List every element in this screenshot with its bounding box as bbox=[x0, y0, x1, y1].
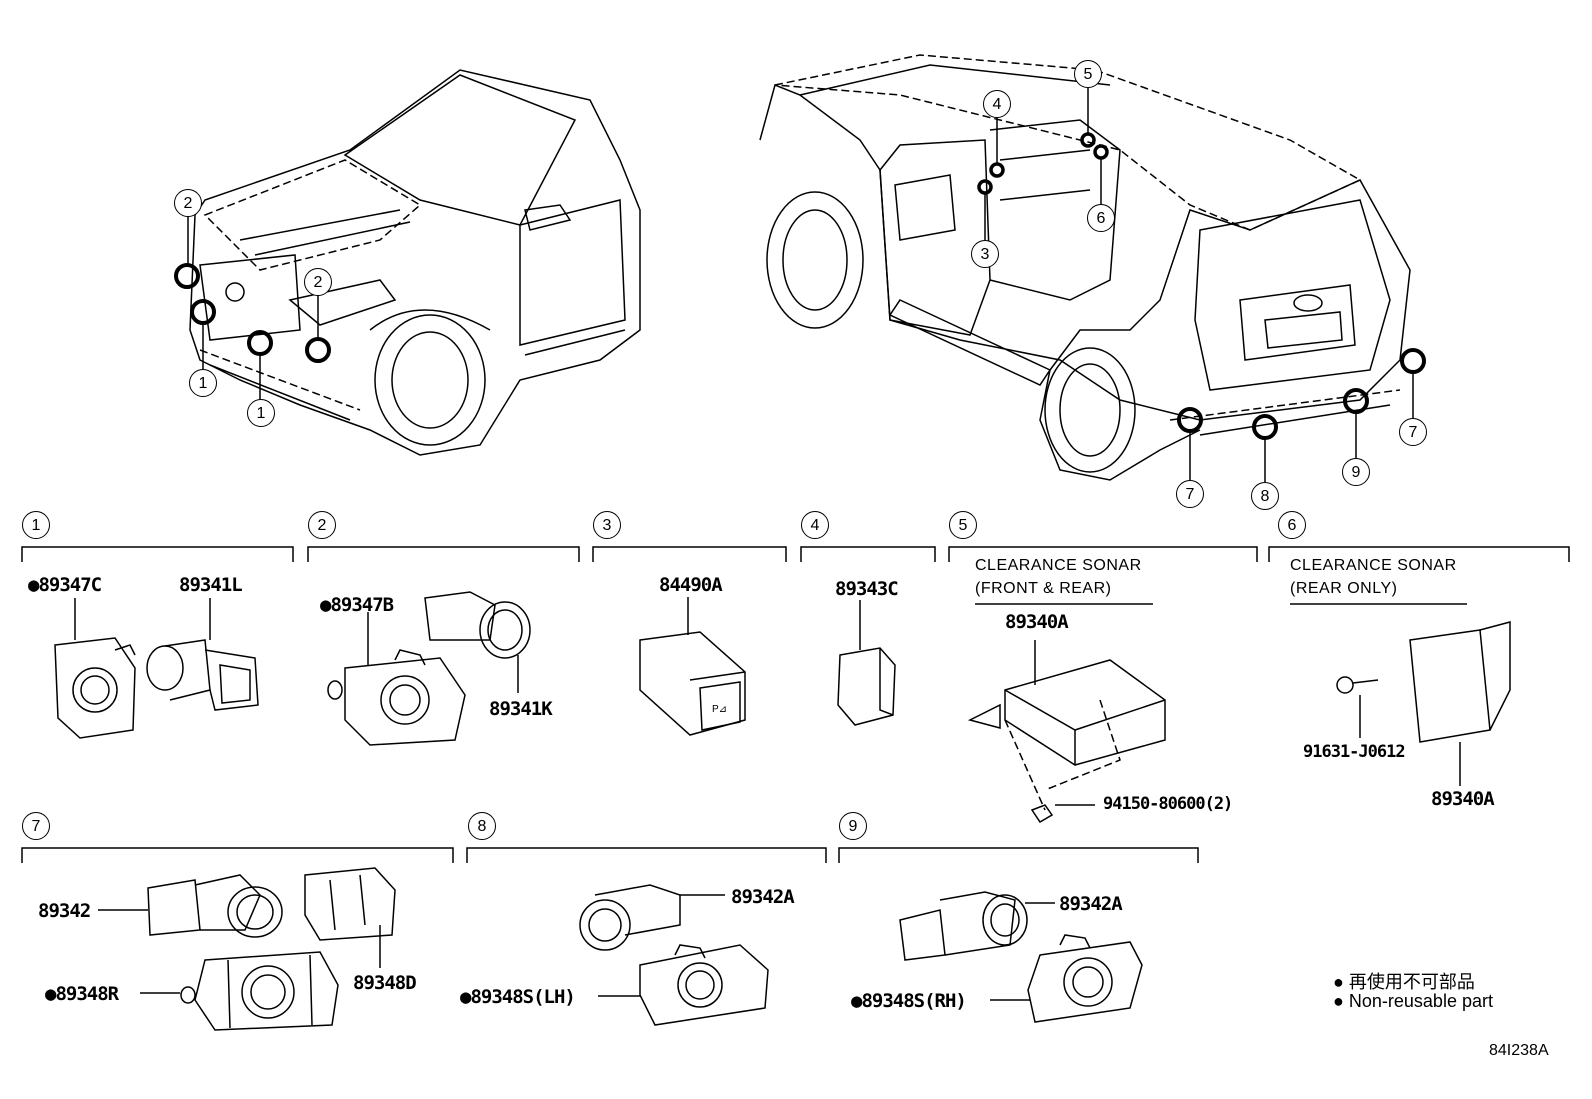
rear-vehicle-illustration bbox=[759, 54, 1426, 482]
legend-english: ● Non-reusable part bbox=[1333, 991, 1493, 1012]
part-label-89340A-rear: 89340A bbox=[1431, 788, 1495, 810]
callout-1-center: 1 bbox=[247, 399, 275, 427]
part-label-89348R: ●89348R bbox=[45, 983, 119, 1005]
front-vehicle-illustration bbox=[174, 69, 641, 456]
callout-6-vehicle: 6 bbox=[1087, 204, 1115, 232]
part-label-89340A-front: 89340A bbox=[1005, 611, 1069, 633]
section-1-number: 1 bbox=[22, 511, 50, 539]
section-5-caption-subtitle: (FRONT & REAR) bbox=[975, 580, 1112, 597]
section-5-caption-title: CLEARANCE SONAR bbox=[975, 557, 1142, 574]
part-label-89348S-lh: ●89348S(LH) bbox=[460, 986, 576, 1008]
part-89348D-retainer bbox=[304, 867, 396, 968]
diagram-code: 84I238A bbox=[1489, 1042, 1549, 1059]
part-label-89342A-rh: 89342A bbox=[1059, 893, 1123, 915]
callout-3-vehicle: 3 bbox=[971, 240, 999, 268]
part-89341L-sensor bbox=[146, 598, 259, 711]
part-label-89348D: 89348D bbox=[353, 972, 417, 994]
legend-japanese: ● 再使用不可部品 bbox=[1333, 968, 1475, 994]
callout-2-top: 2 bbox=[174, 189, 202, 217]
part-89342-sensor bbox=[98, 874, 283, 938]
part-label-91631-J0612: 91631-J0612 bbox=[1303, 742, 1406, 762]
legend-english-text: Non-reusable part bbox=[1348, 991, 1493, 1011]
callout-2-headlight: 2 bbox=[304, 268, 332, 296]
part-label-89342A-lh: 89342A bbox=[731, 886, 795, 908]
legend-bullet: ● bbox=[1333, 991, 1344, 1011]
part-label-94150-80600: 94150-80600(2) bbox=[1103, 794, 1233, 814]
part-89348R-bezel bbox=[140, 951, 339, 1031]
section-brackets bbox=[21, 546, 1570, 863]
callout-5-vehicle: 5 bbox=[1074, 60, 1102, 88]
legend-japanese-text: 再使用不可部品 bbox=[1348, 972, 1475, 992]
legend-bullet: ● bbox=[1333, 972, 1344, 992]
part-89347B-bezel bbox=[327, 612, 466, 746]
part-label-89341K: 89341K bbox=[489, 698, 553, 720]
callout-8-vehicle: 8 bbox=[1251, 482, 1279, 510]
part-label-89347B: ●89347B bbox=[320, 594, 394, 616]
section-7-number: 7 bbox=[22, 812, 50, 840]
section-6-caption-title: CLEARANCE SONAR bbox=[1290, 557, 1457, 574]
part-89342A-sensor-rh bbox=[899, 891, 1055, 961]
callout-9-vehicle: 9 bbox=[1342, 458, 1370, 486]
section-9-number: 9 bbox=[839, 812, 867, 840]
section-5-number: 5 bbox=[949, 511, 977, 539]
section-4-number: 4 bbox=[801, 511, 829, 539]
part-89341K-sensor bbox=[424, 591, 531, 693]
part-label-89342: 89342 bbox=[38, 900, 91, 922]
part-84490A-switch: P⊿ bbox=[639, 597, 746, 736]
part-89342A-sensor-lh bbox=[579, 884, 725, 951]
svg-text:P⊿: P⊿ bbox=[712, 704, 727, 715]
part-label-89347C: ●89347C bbox=[28, 574, 102, 596]
section-8-number: 8 bbox=[468, 812, 496, 840]
part-89348S-lh-bezel bbox=[598, 944, 769, 1026]
section-6-number: 6 bbox=[1278, 511, 1306, 539]
callout-1-left: 1 bbox=[189, 369, 217, 397]
section-3-number: 3 bbox=[593, 511, 621, 539]
part-89348S-rh-bezel bbox=[990, 934, 1143, 1023]
callout-7-right: 7 bbox=[1399, 418, 1427, 446]
part-label-89341L: 89341L bbox=[179, 574, 243, 596]
part-89347C-bezel bbox=[54, 598, 136, 739]
section-6-caption-subtitle: (REAR ONLY) bbox=[1290, 580, 1398, 597]
part-89340A-ecu-rear bbox=[1336, 621, 1511, 786]
part-89343C-sensor bbox=[837, 600, 896, 726]
part-label-89343C: 89343C bbox=[835, 578, 899, 600]
callout-4-vehicle: 4 bbox=[983, 90, 1011, 118]
part-label-89348S-rh: ●89348S(RH) bbox=[851, 990, 967, 1012]
section-2-number: 2 bbox=[308, 511, 336, 539]
part-label-84490A: 84490A bbox=[659, 574, 723, 596]
callout-7-left: 7 bbox=[1176, 480, 1204, 508]
part-89340A-ecu-front bbox=[967, 640, 1166, 824]
